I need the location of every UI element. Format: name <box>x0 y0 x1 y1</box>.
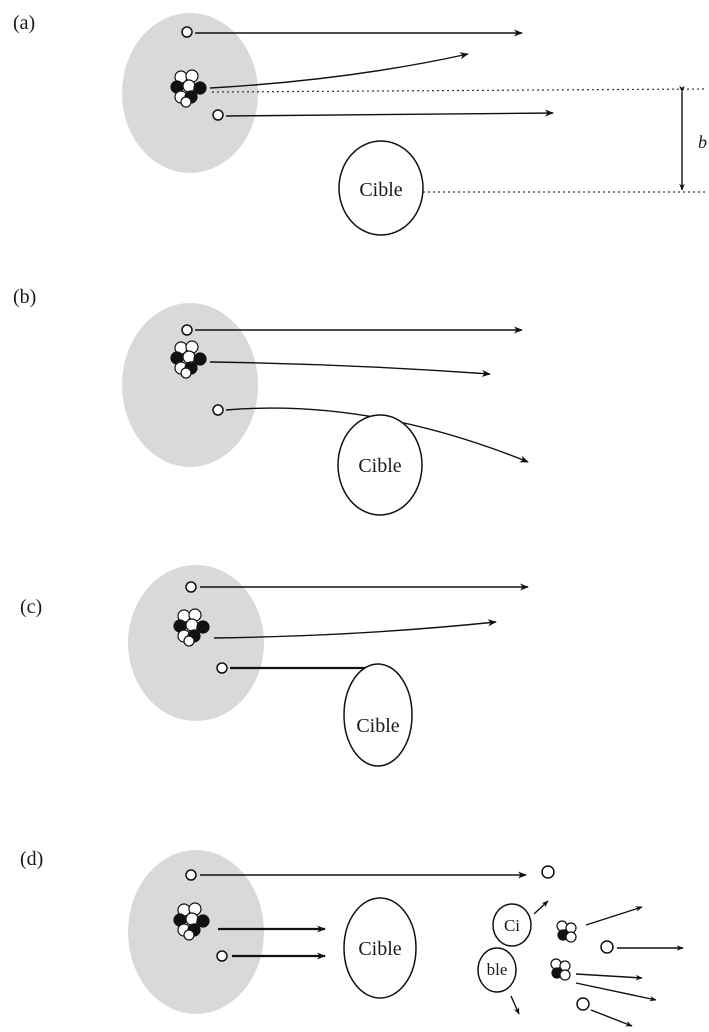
target-nucleus <box>343 897 417 999</box>
free-nucleon <box>541 865 555 879</box>
trajectory-arrow <box>225 109 554 117</box>
target-label: Cible <box>358 938 401 960</box>
spectator-nucleon-top <box>185 869 197 881</box>
spectator-nucleon-top <box>185 581 197 593</box>
impact-reference-line <box>211 88 706 93</box>
free-nucleon <box>576 997 590 1011</box>
target-nucleus <box>343 663 413 767</box>
target-label: Cible <box>356 715 399 737</box>
spectator-nucleon-bottom <box>216 662 228 674</box>
spectator-nucleon-top <box>181 26 193 38</box>
fragment-arrow <box>575 982 657 1002</box>
fragment-arrow <box>510 995 520 1015</box>
fragment-label: ble <box>487 960 508 979</box>
target-fragment <box>477 947 517 993</box>
fragment-arrow <box>533 900 549 915</box>
target-nucleus <box>338 140 424 236</box>
projectile-fragment <box>556 920 577 943</box>
spectator-nucleon-bottom <box>212 404 224 416</box>
fragment-arrow <box>575 973 643 981</box>
panel-label-a: (a) <box>13 12 35 34</box>
trajectory-arrow <box>213 619 497 639</box>
projectile-fragment <box>550 958 571 981</box>
fragment-arrow <box>590 1009 633 1027</box>
target-label: Cible <box>358 455 401 477</box>
target-label: Cible <box>359 179 402 201</box>
fragment-label: Ci <box>504 916 520 935</box>
spectator-nucleon-bottom <box>216 950 228 962</box>
fragment-arrow <box>585 906 643 926</box>
trajectory-arrow <box>209 52 469 89</box>
panel-label-c: (c) <box>20 596 42 618</box>
panel-c: (c) Cible <box>20 565 529 767</box>
panel-b: (b) Cible <box>13 286 529 516</box>
spectator-nucleon-bottom <box>212 109 224 121</box>
trajectory-arrow <box>209 361 491 378</box>
projectile-cloud <box>128 565 264 721</box>
target-fragment <box>492 903 532 947</box>
panel-a: (a) b Cible <box>13 12 707 236</box>
projectile-cloud <box>122 303 258 467</box>
spectator-nucleon-top <box>181 324 193 336</box>
free-nucleon <box>600 940 614 954</box>
panel-d: (d) Cible Ci ble <box>20 848 684 1027</box>
panel-label-d: (d) <box>20 848 43 870</box>
impact-parameter-label: b <box>698 132 707 152</box>
panel-label-b: (b) <box>13 286 36 308</box>
target-nucleus <box>337 414 423 516</box>
